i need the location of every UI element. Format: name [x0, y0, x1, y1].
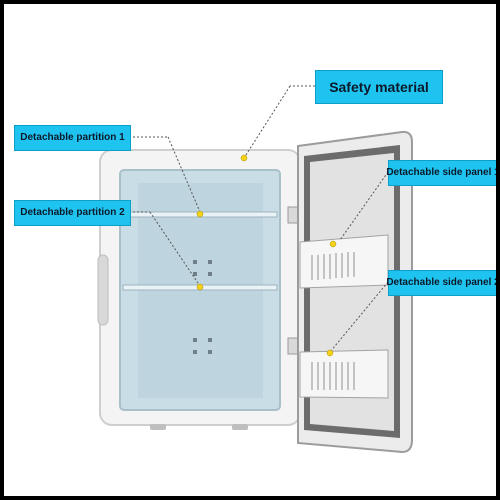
foot-left: [150, 424, 166, 430]
interior-screws: [193, 260, 212, 354]
foot-right: [232, 424, 248, 430]
safety-material-callout: Safety material: [315, 70, 443, 104]
side-panel-2-callout: Detachable side panel 2: [386, 270, 500, 296]
frame-border-bottom: [0, 496, 500, 500]
side-panel-2: [299, 349, 389, 399]
anchor-dots: [196, 154, 337, 357]
frame-border-top: [0, 0, 500, 4]
leader-lines: [129, 85, 389, 353]
side-panel-1: [299, 234, 389, 289]
partition-2-callout: Detachable partition 2: [14, 200, 131, 226]
side-panel-1-callout: Detachable side panel 1: [386, 160, 500, 186]
frame-border-left: [0, 0, 4, 500]
fridge-handle: [97, 254, 109, 326]
partition-1-callout: Detachable partition 1: [14, 125, 131, 151]
frame-border-right: [496, 0, 500, 500]
